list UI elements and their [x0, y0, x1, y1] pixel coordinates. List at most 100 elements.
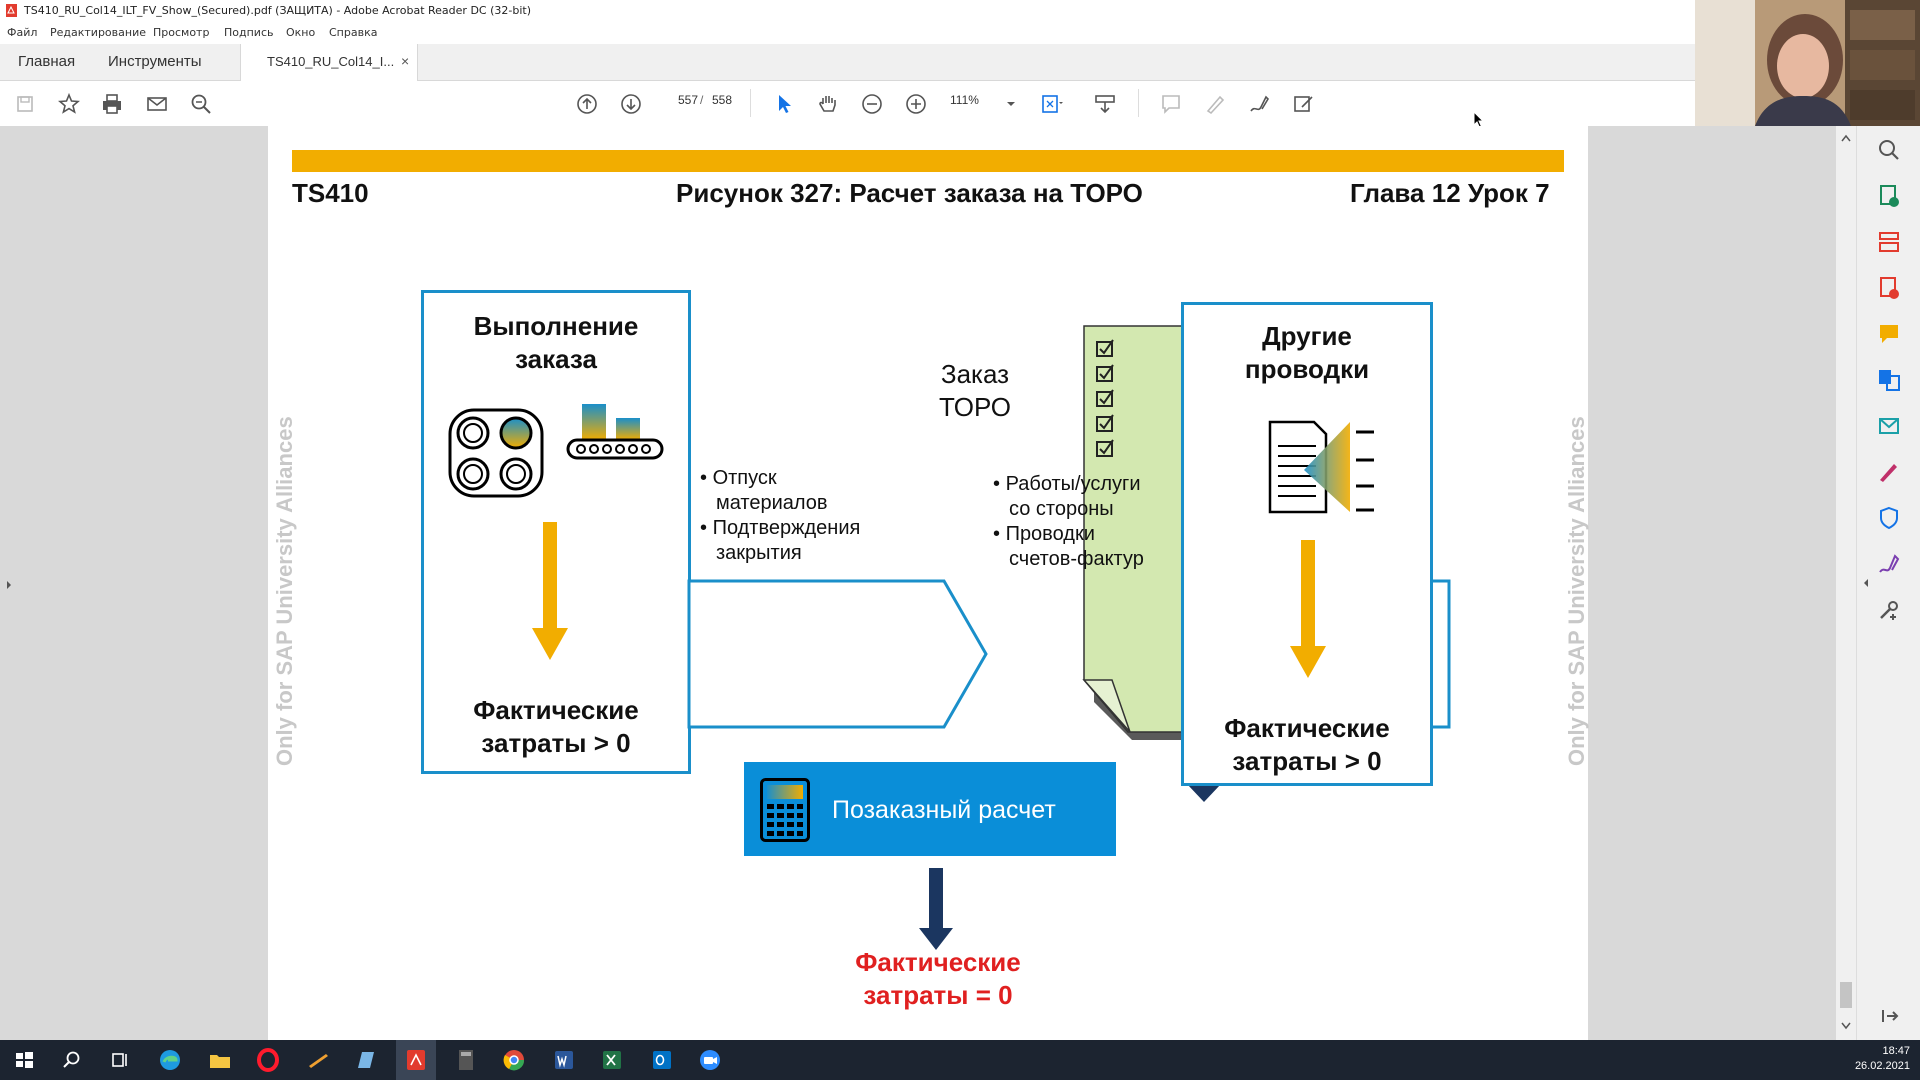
- maintenance-order-title-line2: ТОРО: [939, 392, 1011, 422]
- fill-sign-icon[interactable]: [1875, 458, 1903, 486]
- organize-pages-icon[interactable]: [1875, 228, 1903, 256]
- document-list-icon: [1268, 420, 1374, 514]
- next-page-icon[interactable]: [618, 91, 644, 117]
- right-bullet-1-cont: со стороны: [1009, 498, 1114, 520]
- zoom-meetings-icon[interactable]: [696, 1046, 724, 1074]
- search-zoom-icon[interactable]: [188, 91, 214, 117]
- left-bullet-1: • Отпуск: [700, 467, 777, 489]
- sign-icon[interactable]: [1246, 91, 1272, 117]
- close-tab-icon[interactable]: ×: [401, 53, 410, 69]
- more-tools-icon[interactable]: [1875, 596, 1903, 624]
- request-signature-icon[interactable]: [1875, 550, 1903, 578]
- collapse-right-pane-icon[interactable]: [1861, 576, 1871, 590]
- acrobat-reader-icon[interactable]: [402, 1046, 430, 1074]
- create-pdf-icon[interactable]: [1875, 274, 1903, 302]
- header-figure-title: Рисунок 327: Расчет заказа на ТОРО: [676, 178, 1143, 208]
- tab-document[interactable]: TS410_RU_Col14_I... ×: [240, 44, 418, 81]
- email-icon[interactable]: [144, 91, 170, 117]
- save-icon[interactable]: [12, 91, 38, 117]
- arrow-down-navy: [919, 868, 953, 950]
- menu-file[interactable]: Файл: [7, 26, 38, 39]
- order-execution-title: Выполнение заказа: [424, 310, 688, 376]
- zoom-in-icon[interactable]: [903, 91, 929, 117]
- page-total: 558: [712, 93, 733, 107]
- excel-app-icon[interactable]: [598, 1046, 626, 1074]
- previous-page-icon[interactable]: [574, 91, 600, 117]
- page-number-input[interactable]: 557: [677, 93, 698, 107]
- page-fit-icon[interactable]: [1038, 91, 1064, 117]
- left-actual-costs-line2: затраты > 0: [481, 728, 631, 758]
- production-machine-icon: [448, 404, 664, 498]
- header-course-code: TS410: [292, 178, 369, 208]
- protect-shield-icon[interactable]: [1875, 504, 1903, 532]
- search-icon[interactable]: [58, 1046, 86, 1074]
- chrome-browser-icon[interactable]: [500, 1046, 528, 1074]
- watermark-left: Only for SAP University Alliances: [272, 416, 297, 766]
- acrobat-icon: [6, 4, 17, 17]
- system-clock[interactable]: 18:47 26.02.2021: [1855, 1044, 1910, 1074]
- outlook-app-icon[interactable]: [648, 1046, 676, 1074]
- chevron-down-icon[interactable]: [998, 91, 1024, 117]
- export-pdf-icon[interactable]: [1875, 182, 1903, 210]
- right-bullet-1: • Работы/услуги: [993, 473, 1141, 495]
- menu-bar: Файл Редактирование Просмотр Подпись Окн…: [0, 22, 1695, 44]
- left-bullet-1-line1: Отпуск: [712, 467, 777, 489]
- scroll-mode-icon[interactable]: [1092, 91, 1118, 117]
- webcam-video-overlay: [1695, 0, 1920, 126]
- toolbar: 557 / 558 111%: [0, 81, 1695, 129]
- header-gold-bar: [292, 150, 1564, 172]
- expand-left-pane-icon[interactable]: [4, 578, 14, 592]
- right-bullet-1-line1: Работы/услуги: [1005, 473, 1141, 495]
- scroll-down-icon[interactable]: [1841, 1022, 1851, 1030]
- right-actual-costs-line2: затраты > 0: [1232, 746, 1382, 776]
- menu-window[interactable]: Окно: [286, 26, 316, 39]
- menu-sign[interactable]: Подпись: [224, 26, 274, 39]
- bookmark-star-icon[interactable]: [56, 91, 82, 117]
- opera-browser-icon[interactable]: [254, 1046, 282, 1074]
- right-actual-costs-line1: Фактические: [1224, 713, 1390, 743]
- zoom-level-select[interactable]: 111%: [950, 93, 979, 107]
- search-tool-icon[interactable]: [1875, 136, 1903, 164]
- menu-help[interactable]: Справка: [329, 26, 378, 39]
- scroll-up-icon[interactable]: [1841, 134, 1851, 142]
- zoom-out-icon[interactable]: [859, 91, 885, 117]
- title-bar: TS410_RU_Col14_ILT_FV_Show_(Secured).pdf…: [0, 0, 1695, 22]
- menu-edit[interactable]: Редактирование: [50, 26, 146, 39]
- right-bullet-list: • Работы/услуги со стороны • Проводки сч…: [993, 472, 1193, 572]
- scroll-thumb[interactable]: [1840, 982, 1852, 1008]
- left-bullet-1-cont: материалов: [716, 492, 828, 514]
- share-edit-icon[interactable]: [1290, 91, 1316, 117]
- comment-icon[interactable]: [1158, 91, 1184, 117]
- header-chapter: Глава 12 Урок 7: [1350, 178, 1550, 208]
- hide-pane-icon[interactable]: [1875, 1002, 1903, 1030]
- select-pointer-icon[interactable]: [771, 91, 797, 117]
- watermark-right: Only for SAP University Alliances: [1564, 416, 1589, 766]
- menu-view[interactable]: Просмотр: [153, 26, 210, 39]
- toolbar-divider: [1138, 89, 1139, 117]
- hand-tool-icon[interactable]: [815, 91, 841, 117]
- arrow-down-gold-right: [1290, 540, 1326, 678]
- left-pane-collapsed[interactable]: [0, 126, 18, 1040]
- task-view-icon[interactable]: [106, 1046, 134, 1074]
- windows-start-icon[interactable]: [10, 1046, 38, 1074]
- tab-document-label: TS410_RU_Col14_I...: [267, 54, 395, 69]
- highlight-pen-icon[interactable]: [1202, 91, 1228, 117]
- vertical-scrollbar[interactable]: [1836, 126, 1856, 1040]
- page-separator: /: [700, 93, 704, 107]
- comment-tool-icon[interactable]: [1875, 320, 1903, 348]
- send-track-icon[interactable]: [1875, 412, 1903, 440]
- notes-app-icon[interactable]: [352, 1046, 380, 1074]
- pdf-page: TS410 Рисунок 327: Расчет заказа на ТОРО…: [268, 126, 1589, 1040]
- file-explorer-icon[interactable]: [206, 1046, 234, 1074]
- calculator-app-icon[interactable]: [452, 1046, 480, 1074]
- tab-tools[interactable]: Инструменты: [108, 53, 202, 70]
- left-bullet-2-line1: Подтверждения: [712, 517, 861, 539]
- print-icon[interactable]: [99, 91, 125, 117]
- word-app-icon[interactable]: [550, 1046, 578, 1074]
- combine-files-icon[interactable]: [1875, 366, 1903, 394]
- edge-browser-icon[interactable]: [156, 1046, 184, 1074]
- order-execution-title-line1: Выполнение: [473, 311, 639, 341]
- calculator-icon: [760, 778, 810, 842]
- pen-app-icon[interactable]: [304, 1046, 332, 1074]
- tab-home[interactable]: Главная: [18, 53, 76, 70]
